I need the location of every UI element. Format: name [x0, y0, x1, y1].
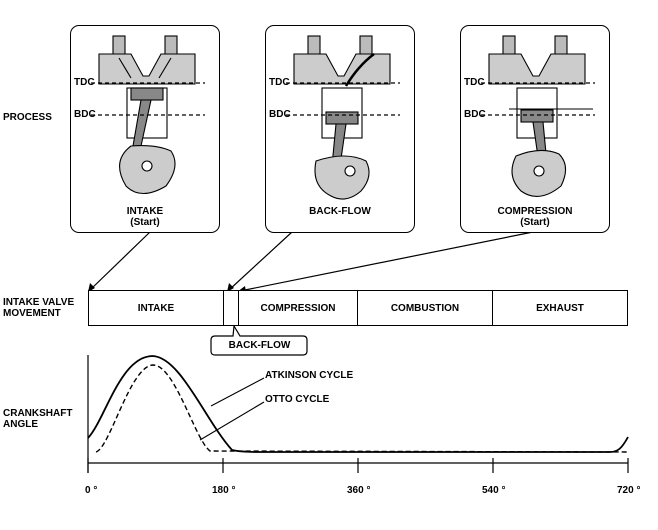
- intake-connector: [89, 231, 151, 291]
- engine-compression-illustration: [481, 35, 595, 197]
- atkinson-leader: [210, 377, 265, 407]
- tick-0: 0 °: [85, 485, 98, 496]
- intake-bdc-label: BDC: [74, 109, 96, 120]
- intake-connector-arrow: [88, 283, 95, 292]
- atkinson-label: ATKINSON CYCLE: [265, 370, 354, 381]
- intake-tdc-label: TDC: [74, 77, 95, 88]
- stroke-compression: COMPRESSION: [238, 290, 358, 326]
- compression-start-panel: TDC BDC COMPRESSION (Start): [460, 25, 610, 233]
- otto-curve: [95, 364, 629, 453]
- stroke-intake: INTAKE: [88, 290, 224, 326]
- backflow-panel: TDC BDC BACK-FLOW: [265, 25, 415, 233]
- compression-bdc-label: BDC: [464, 109, 486, 120]
- process-label: PROCESS: [3, 112, 52, 123]
- intake-start-panel: TDC BDC INTAKE (Start): [70, 25, 220, 233]
- engine-intake-illustration: [91, 35, 205, 195]
- compression-caption-sub: (Start): [520, 217, 550, 228]
- backflow-callout: [210, 325, 308, 356]
- compression-tdc-label: TDC: [464, 77, 485, 88]
- otto-leader: [199, 401, 265, 441]
- backflow-callout-label: BACK-FLOW: [228, 340, 291, 351]
- intake-caption: INTAKE: [126, 206, 164, 217]
- crankshaft-label-line2: ANGLE: [3, 419, 38, 430]
- backflow-bdc-label: BDC: [269, 109, 291, 120]
- backflow-connector-arrow: [227, 283, 234, 292]
- compression-connector: [239, 231, 534, 292]
- intake-caption-sub: (Start): [130, 217, 160, 228]
- intake-valve-label-line2: MOVEMENT: [3, 308, 61, 319]
- crankshaft-label-line1: CRANKSHAFT: [3, 408, 73, 419]
- tick-720: 720 °: [617, 485, 641, 496]
- tick-180: 180 °: [212, 485, 236, 496]
- engine-backflow-illustration: [286, 35, 400, 200]
- axis-ticks: [87, 458, 629, 473]
- backflow-caption: BACK-FLOW: [309, 206, 371, 217]
- backflow-connector: [228, 231, 293, 291]
- tick-360: 360 °: [347, 485, 371, 496]
- compression-caption: COMPRESSION: [497, 206, 573, 217]
- stroke-exhaust: EXHAUST: [492, 290, 628, 326]
- otto-label: OTTO CYCLE: [265, 394, 330, 405]
- backflow-tdc-label: TDC: [269, 77, 290, 88]
- atkinson-curve: [87, 355, 629, 453]
- intake-valve-label-line1: INTAKE VALVE: [3, 297, 75, 308]
- tick-540: 540 °: [482, 485, 506, 496]
